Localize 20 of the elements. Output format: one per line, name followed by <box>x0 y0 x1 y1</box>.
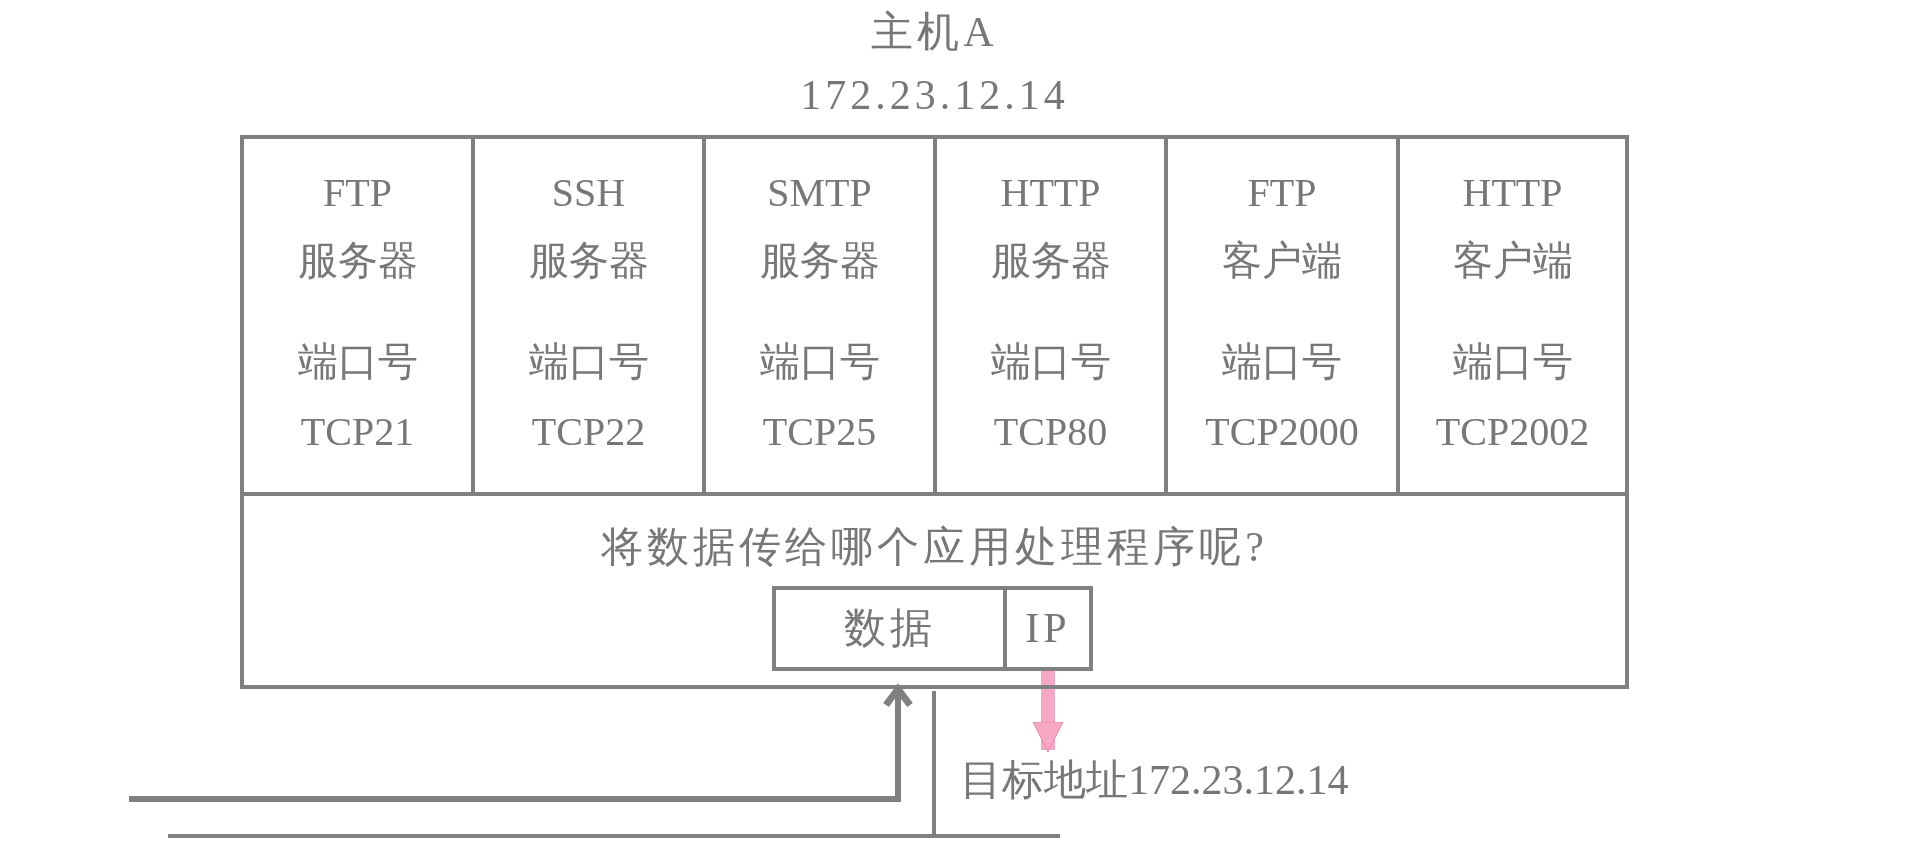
application-name: HTTP 客户端 <box>1451 169 1574 285</box>
port-number: 端口号 TCP2002 <box>1434 338 1591 456</box>
application-name: HTTP 服务器 <box>989 169 1112 285</box>
field-text: IP <box>1024 604 1072 653</box>
arrow <box>1032 671 1064 753</box>
destination-address: 目标地址172.23.12.14 <box>960 756 1349 805</box>
port-number: 端口号 TCP22 <box>527 338 650 456</box>
arrow <box>129 685 914 802</box>
port-number: 端口号 TCP25 <box>758 338 881 456</box>
application-name: SMTP 服务器 <box>758 169 881 285</box>
application-name: SSH 服务器 <box>527 169 650 285</box>
host-name: 主机A <box>870 8 999 57</box>
application-name: FTP 客户端 <box>1221 169 1343 285</box>
ip-address: 172.23.12.14 <box>799 71 1070 120</box>
question-text: 将数据传给哪个应用处理程序呢? <box>600 523 1269 572</box>
port-number: 端口号 TCP2000 <box>1204 338 1360 456</box>
port-number: 端口号 TCP21 <box>296 338 419 456</box>
field-text: 数据 <box>842 604 937 653</box>
application-name: FTP 服务器 <box>296 169 419 285</box>
port-number: 端口号 TCP80 <box>989 338 1112 456</box>
